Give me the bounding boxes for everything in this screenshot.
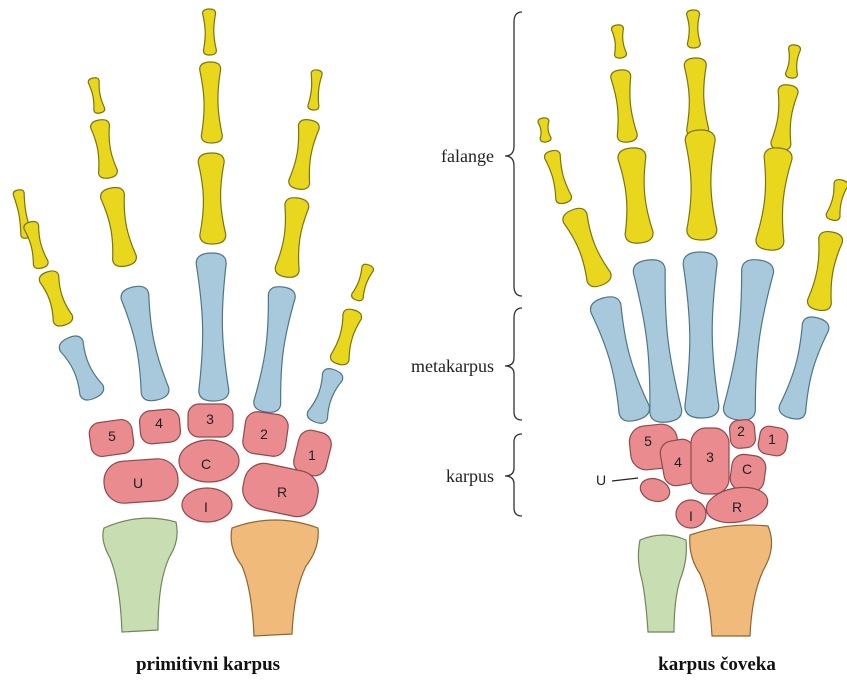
carpal-1-label: 1	[308, 447, 316, 463]
digit2-phalanx-2	[288, 118, 321, 191]
digit1-metacarpal	[305, 366, 345, 426]
little-finger-proximal	[560, 205, 613, 289]
human-radiale-label: R	[732, 499, 742, 515]
human-carpal-4-label: 4	[674, 454, 682, 470]
little-finger-middle	[543, 149, 572, 205]
thumb-proximal	[806, 230, 844, 312]
index-finger-middle	[770, 84, 799, 152]
primitive-carpus-caption: primitivni karpus	[136, 654, 280, 675]
digit5-phalanx-2	[23, 220, 50, 270]
primitive-hand-bones	[13, 9, 375, 636]
ring-finger-proximal	[617, 147, 654, 245]
digit3-phalanx-1	[198, 153, 226, 245]
ring-finger-distal	[611, 24, 627, 58]
metakarpus-brace	[505, 308, 522, 420]
ulnare-label: U	[133, 475, 143, 491]
human-ulnare-label: U	[596, 472, 606, 488]
carpal-2-label: 2	[260, 426, 268, 442]
middle-finger-metacarpal	[683, 252, 719, 418]
digit2-metacarpal	[253, 285, 297, 414]
thumb-metacarpal	[777, 314, 831, 421]
human-radius	[690, 525, 772, 636]
region-annotations: falange metakarpus karpus	[411, 12, 522, 516]
digit4-phalanx-1	[99, 186, 138, 269]
digit4-phalanx-2	[90, 118, 119, 179]
human-hand-bones	[538, 10, 847, 636]
thumb-distal	[825, 178, 847, 221]
karpus-brace	[505, 434, 522, 516]
falange-label: falange	[441, 146, 494, 166]
human-carpus-caption: karpus čoveka	[658, 654, 776, 675]
digit2-phalanx-1	[274, 196, 310, 279]
karpus-label: karpus	[446, 466, 494, 486]
index-finger-metacarpal	[722, 258, 775, 422]
digit5-metacarpal	[57, 333, 107, 403]
digit3-phalanx-distal	[203, 9, 217, 55]
radiale-label: R	[277, 484, 287, 500]
intermedium-label: I	[204, 499, 208, 515]
digit3-metacarpal	[196, 253, 229, 402]
human-centrale-label: C	[742, 461, 752, 477]
digit5-phalanx-1	[38, 269, 75, 328]
digit1-phalanx-distal	[350, 263, 374, 302]
ulnare-pointer	[612, 478, 638, 481]
digit2-phalanx-distal	[308, 69, 323, 110]
radius	[231, 520, 318, 636]
little-finger-distal	[538, 117, 552, 142]
middle-finger-distal	[687, 10, 701, 48]
centrale-label: C	[201, 456, 211, 472]
index-finger-distal	[785, 44, 801, 78]
index-finger-proximal	[755, 147, 793, 252]
ring-finger-middle	[610, 69, 638, 143]
middle-finger-proximal	[685, 130, 717, 241]
human-intermedium-label: I	[689, 508, 693, 524]
human-carpal-3-label: 3	[706, 449, 714, 465]
human-carpal-1-label: 1	[768, 431, 776, 447]
carpal-4-label: 4	[155, 415, 163, 431]
digit3-phalanx-2	[200, 62, 223, 144]
carpal-3-label: 3	[206, 411, 214, 427]
digit4-phalanx-distal	[88, 77, 106, 114]
digit4-metacarpal	[119, 284, 170, 403]
middle-finger-middle	[684, 58, 709, 138]
carpal-5-label: 5	[108, 428, 116, 444]
falange-brace	[505, 12, 522, 296]
ulna	[103, 518, 177, 632]
human-ulna	[638, 535, 686, 632]
human-carpal-5-label: 5	[644, 433, 652, 449]
human-carpal-2-label: 2	[737, 423, 745, 439]
digit1-phalanx-1	[329, 307, 363, 366]
metakarpus-label: metakarpus	[411, 356, 494, 376]
